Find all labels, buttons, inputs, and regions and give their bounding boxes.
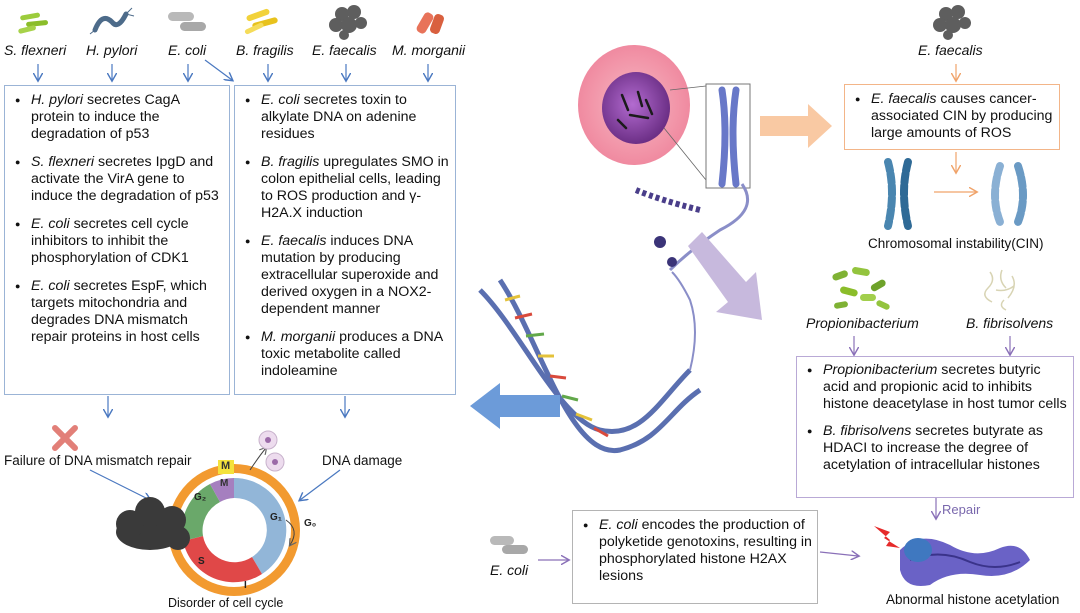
- label-b-fibrisolvens: B. fibrisolvens: [966, 315, 1054, 331]
- top-label-s-flexneri: S. flexneri: [4, 42, 67, 58]
- phase-g0: G₀: [304, 518, 317, 529]
- failure-x-icon: [52, 425, 78, 451]
- e-coli-bottom-icon: [490, 536, 528, 554]
- histone-icon: [874, 526, 1030, 586]
- top-species-arrows: [38, 59, 428, 80]
- orange-arrows: [934, 64, 976, 192]
- m-morganii-icon: [416, 12, 444, 34]
- left-item: E. coli secretes EspF, which targets mit…: [9, 278, 225, 346]
- label-propionibacterium: Propionibacterium: [806, 315, 919, 331]
- cin-item: E. faecalis causes cancer-associated CIN…: [849, 91, 1055, 142]
- failure-caption: Failure of DNA mismatch repair: [4, 453, 192, 468]
- top-label-h-pylori: H. pylori: [86, 42, 138, 58]
- top-label-e-faecalis: E. faecalis: [312, 42, 377, 58]
- e-faecalis-right-icon: [933, 5, 971, 40]
- dna-damage-caption: DNA damage: [322, 453, 403, 468]
- big-purple-arrow: [688, 232, 762, 320]
- histone-item: Propionibacterium secretes butyric acid …: [801, 362, 1069, 413]
- mid-item: M. morganii produces a DNA toxic metabol…: [239, 329, 451, 380]
- mid-item: B. fragilis upregulates SMO in colon epi…: [239, 154, 451, 222]
- s-flexneri-icon: [18, 12, 49, 34]
- h2ax-box: E. coli encodes the production of polyke…: [572, 510, 818, 604]
- left-item: E. coli secretes cell cycle inhibitors t…: [9, 216, 225, 267]
- top-label-m-morganii: M. morganii: [392, 42, 466, 58]
- big-blue-arrow: [470, 383, 560, 429]
- repair-label: Repair: [942, 502, 981, 517]
- h2ax-item: E. coli encodes the production of polyke…: [577, 517, 813, 585]
- cell-cycle-ring: [168, 448, 300, 596]
- phase-g1: G₁: [270, 512, 282, 523]
- histone-item: B. fibrisolvens secretes butyrate as HDA…: [801, 423, 1069, 474]
- b-fragilis-icon: [244, 8, 278, 35]
- cin-box: E. faecalis causes cancer-associated CIN…: [844, 84, 1060, 150]
- propionibacterium-icon: [832, 267, 890, 310]
- phase-g2: G₂: [194, 492, 207, 503]
- tumor-cell-icon: [578, 45, 751, 189]
- cin-caption: Chromosomal instability(CIN): [868, 236, 1044, 251]
- e-faecalis-icon: [329, 5, 367, 40]
- chromosomes-icon: [884, 158, 1027, 230]
- left-item: H. pylori secretes CagA protein to induc…: [9, 92, 225, 143]
- top-label-e-coli: E. coli: [168, 42, 207, 58]
- cell-cycle-caption: Disorder of cell cycle: [168, 596, 284, 610]
- purple-arrows: [538, 336, 1010, 560]
- big-orange-arrow: [760, 104, 832, 148]
- e-coli-icon: [168, 12, 206, 31]
- daughter-cells-icon: [258, 430, 285, 472]
- histone-caption: Abnormal histone acetylation: [886, 592, 1060, 607]
- mid-item: E. coli secretes toxin to alkylate DNA o…: [239, 92, 451, 143]
- left-mechanism-box: H. pylori secretes CagA protein to induc…: [4, 85, 230, 395]
- histone-mechanism-box: Propionibacterium secretes butyric acid …: [796, 356, 1074, 498]
- box-down-arrows: [89, 396, 345, 500]
- phase-i: I: [244, 580, 247, 591]
- phase-m-inner: M: [220, 478, 229, 489]
- h-pylori-icon: [89, 7, 135, 35]
- b-fibrisolvens-icon: [984, 269, 1015, 311]
- top-label-b-fragilis: B. fragilis: [236, 42, 294, 58]
- right-label-e-faecalis: E. faecalis: [918, 42, 983, 58]
- dna-helix-icon: [478, 271, 702, 453]
- mid-mechanism-box: E. coli secretes toxin to alkylate DNA o…: [234, 85, 456, 395]
- bottom-label-e-coli: E. coli: [490, 562, 529, 578]
- dark-cloud-icon: [116, 497, 190, 550]
- phase-m-outer: M: [221, 460, 231, 472]
- chromatin-fiber-icon: [634, 183, 750, 272]
- left-item: S. flexneri secretes IpgD and activate t…: [9, 154, 225, 205]
- phase-s: S: [198, 556, 205, 567]
- mid-item: E. faecalis induces DNA mutation by prod…: [239, 233, 451, 318]
